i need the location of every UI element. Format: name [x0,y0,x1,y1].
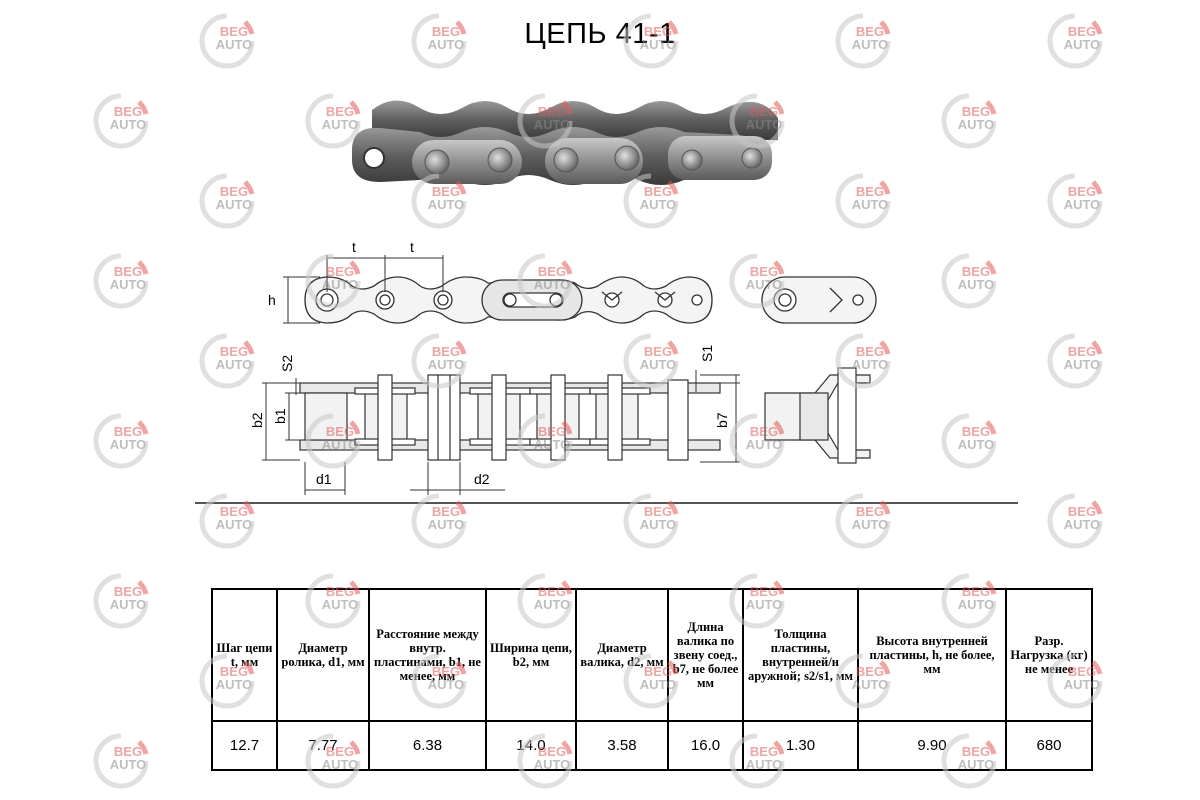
header-roller-diameter: Диаметр ролика, d1, мм [276,588,370,722]
dim-label-t2: t [410,239,414,255]
table-row: 12.7 7.77 6.38 14.0 3.58 16.0 1.30 9.90 … [211,720,1093,771]
chain-top-view [299,374,721,461]
dim-label-d2: d2 [474,471,490,487]
dim-label-s1: S1 [699,345,715,362]
header-plate-thickness: Толщина пластины, внутренней/н аружной; … [742,588,859,722]
dim-label-s2: S2 [279,355,295,372]
cell-pitch: 12.7 [211,720,278,771]
cell-plate-height: 9.90 [857,720,1007,771]
dim-label-h: h [268,292,276,308]
dim-label-b7: b7 [714,412,730,428]
header-chain-width: Ширина цепи, b2, мм [485,588,577,722]
side-view-dimension-labels: t t h [268,239,414,308]
cell-pin-length: 16.0 [667,720,744,771]
dim-label-b2: b2 [249,412,265,428]
dim-label-t1: t [352,239,356,255]
header-pin-diameter: Диаметр валика, d2, мм [575,588,669,722]
chain-end-side-view [761,276,877,324]
cell-breaking-load: 680 [1005,720,1093,771]
chain-side-view [304,276,713,324]
cell-roller-diameter: 7.77 [276,720,370,771]
cell-chain-width: 14.0 [485,720,577,771]
header-breaking-load: Разр. Нагрузка (кг) не менее [1005,588,1093,722]
cell-plate-thickness: 1.30 [742,720,859,771]
header-pitch: Шаг цепи t, мм [211,588,278,722]
spec-table: Шаг цепи t, мм Диаметр ролика, d1, мм Ра… [211,588,1093,771]
dim-label-d1: d1 [316,471,332,487]
cell-pin-diameter: 3.58 [575,720,669,771]
header-plate-height: Высота внутренней пластины, h, не более,… [857,588,1007,722]
table-header-row: Шаг цепи t, мм Диаметр ролика, d1, мм Ра… [211,588,1093,722]
header-pin-length: Длина валика по звену соед., b7, не боле… [667,588,744,722]
dim-label-b1: b1 [272,408,288,424]
chain-photo [352,100,778,185]
cell-inner-width: 6.38 [368,720,487,771]
header-inner-width: Расстояние между внутр. пластинами, b1, … [368,588,487,722]
chain-end-top-view [764,367,871,464]
top-view-dimension-labels: S2 b2 b1 S1 b7 d1 d2 [249,345,730,487]
